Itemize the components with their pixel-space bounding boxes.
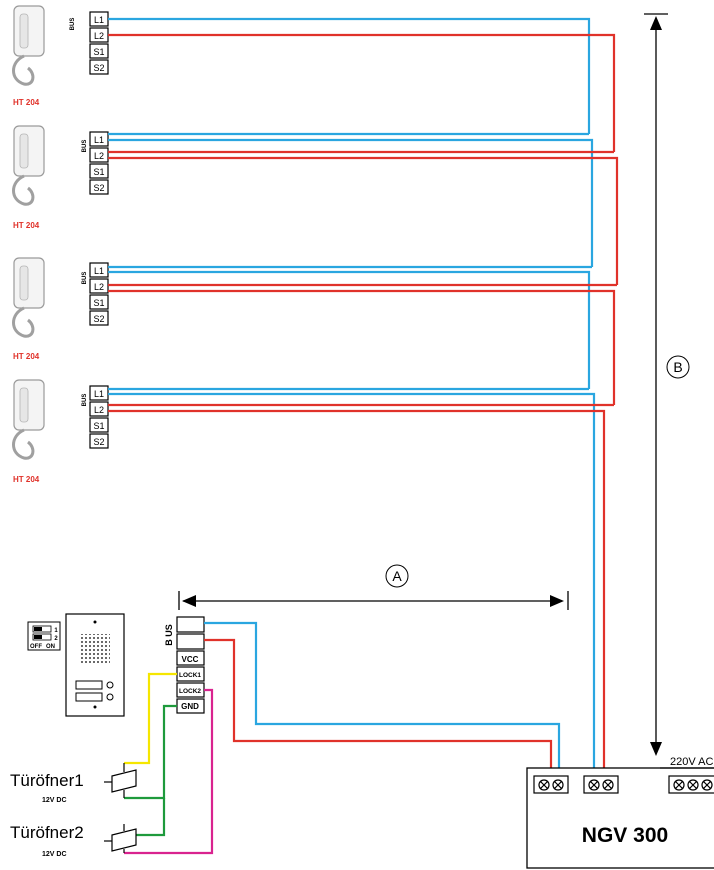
handset-4: HT 204 BUS L1 L2 S1 S2 bbox=[12, 379, 109, 484]
opener-2-name: Türöfner2 bbox=[10, 823, 84, 842]
dip-on-label: ON bbox=[46, 644, 55, 650]
handset-model-label: HT 204 bbox=[13, 475, 40, 484]
wire-gnd bbox=[124, 704, 177, 800]
door-opener-icon bbox=[104, 824, 137, 853]
handset-icon bbox=[12, 125, 45, 206]
screw-terminal-mains bbox=[668, 775, 714, 794]
wire-gnd-2 bbox=[124, 798, 166, 837]
call-button-1 bbox=[75, 680, 103, 690]
wire-l1-handset-1 bbox=[108, 17, 591, 134]
wire-l1-handset-4-down bbox=[108, 392, 596, 778]
handset-icon bbox=[12, 5, 45, 86]
dimension-a: A bbox=[178, 564, 569, 610]
bus-label: BUS bbox=[70, 18, 76, 31]
handset-model-label: HT 204 bbox=[13, 352, 40, 361]
handset-1: HT 204 BUS L1 L2 S1 S2 bbox=[12, 5, 109, 107]
door-station-panel bbox=[65, 613, 125, 717]
mains-label: 220V AC bbox=[670, 756, 713, 768]
speaker-grille bbox=[80, 634, 110, 664]
terminal-gnd: GND bbox=[181, 702, 199, 711]
terminal-s2: S2 bbox=[93, 314, 104, 324]
dimension-b-label: B bbox=[673, 359, 682, 375]
opener-1-voltage: 12V DC bbox=[42, 797, 67, 804]
wire-bus-red-door bbox=[204, 638, 553, 778]
door-bus-label: B US bbox=[164, 624, 174, 646]
handset-icon bbox=[12, 379, 45, 460]
wire-l1-handset-3-down bbox=[108, 270, 591, 389]
opener-2-voltage: 12V DC bbox=[42, 851, 67, 858]
terminal-block: L1 L2 S1 S2 bbox=[89, 11, 109, 75]
wire-l1-handset-2-down bbox=[108, 138, 594, 267]
power-supply: 220V AC bbox=[526, 756, 714, 869]
wire-lock2 bbox=[124, 688, 214, 855]
bus-label: BUS bbox=[82, 140, 88, 153]
terminal-block: L1 L2 S1 S2 bbox=[89, 131, 109, 195]
dimension-a-label: A bbox=[392, 568, 402, 584]
bus-wires bbox=[108, 17, 619, 778]
wire-bus-blue-door bbox=[204, 621, 561, 778]
terminal-l2: L2 bbox=[94, 151, 104, 161]
wire-l2-handset-1 bbox=[108, 33, 616, 152]
handset-icon bbox=[12, 257, 45, 338]
door-wires bbox=[124, 621, 561, 855]
door-opener-1: Türöfner1 12V DC bbox=[10, 763, 137, 804]
terminal-l2: L2 bbox=[94, 282, 104, 292]
terminal-s2: S2 bbox=[93, 63, 104, 73]
dip-position-1: 1 bbox=[54, 628, 58, 634]
dimension-b: B bbox=[644, 13, 690, 756]
power-supply-model: NGV 300 bbox=[582, 824, 668, 847]
door-opener-icon bbox=[104, 763, 137, 798]
terminal-l1: L1 bbox=[94, 135, 104, 145]
terminal-s2: S2 bbox=[93, 437, 104, 447]
terminal-l1: L1 bbox=[94, 15, 104, 25]
handset-3: HT 204 BUS L1 L2 S1 S2 bbox=[12, 257, 109, 361]
wire-l2-handset-4-down bbox=[108, 409, 606, 778]
terminal-l2: L2 bbox=[94, 31, 104, 41]
terminal-s1: S1 bbox=[93, 167, 104, 177]
terminal-block: L1 L2 S1 S2 bbox=[89, 385, 109, 449]
call-button-2 bbox=[75, 692, 103, 702]
terminal-l2: L2 bbox=[94, 405, 104, 415]
wire-l2-handset-3-down bbox=[108, 289, 616, 405]
terminal-lock2: LOCK2 bbox=[179, 688, 201, 695]
terminal-s2: S2 bbox=[93, 183, 104, 193]
screw-terminal-bus-handsets bbox=[583, 775, 619, 794]
dip-position-2: 2 bbox=[54, 636, 58, 642]
dip-off-label: OFF bbox=[30, 644, 42, 650]
wire-lock1 bbox=[124, 672, 177, 765]
wire-l2-handset-2-down bbox=[108, 156, 619, 285]
terminal-block: L1 L2 S1 S2 bbox=[89, 262, 109, 326]
terminal-l1: L1 bbox=[94, 389, 104, 399]
door-station-terminal-block: B US VCC LOCK1 LOCK2 GND bbox=[164, 616, 205, 714]
bus-label: BUS bbox=[82, 394, 88, 407]
terminal-l1: L1 bbox=[94, 266, 104, 276]
handset-model-label: HT 204 bbox=[13, 221, 40, 230]
door-opener-2: Türöfner2 12V DC bbox=[10, 823, 137, 858]
dip-switch: 1 2 OFF ON bbox=[27, 621, 61, 651]
terminal-s1: S1 bbox=[93, 421, 104, 431]
screw-terminal-bus-door bbox=[533, 775, 569, 794]
opener-1-name: Türöfner1 bbox=[10, 771, 84, 790]
handset-2: HT 204 BUS L1 L2 S1 S2 bbox=[12, 125, 109, 230]
terminal-vcc: VCC bbox=[182, 655, 199, 664]
terminal-s1: S1 bbox=[93, 298, 104, 308]
handset-model-label: HT 204 bbox=[13, 98, 40, 107]
terminal-s1: S1 bbox=[93, 47, 104, 57]
terminal-lock1: LOCK1 bbox=[179, 672, 201, 679]
bus-label: BUS bbox=[82, 272, 88, 285]
